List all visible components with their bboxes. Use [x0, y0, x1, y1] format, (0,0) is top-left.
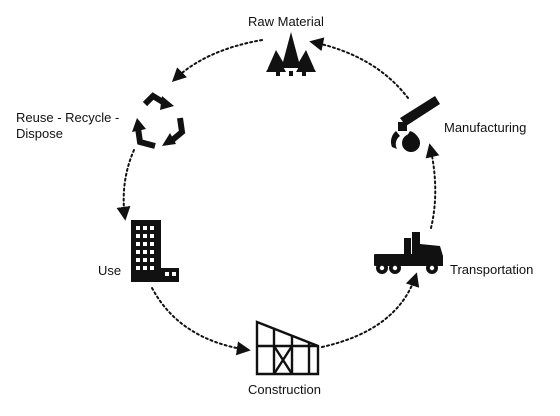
stage-label-construction: Construction	[248, 382, 321, 397]
trees-icon	[266, 32, 316, 76]
stage-label-use: Use	[98, 263, 122, 278]
arrow-reuse-to-use	[116, 149, 135, 221]
arrow-transportation-to-manufacturing	[425, 143, 440, 229]
stage-label-transportation: Transportation	[450, 262, 534, 277]
truck-icon	[374, 232, 443, 274]
building-frame-icon	[255, 320, 320, 376]
stage-label-reuse-recycle-dispose: Reuse - Recycle - Dispose	[16, 110, 120, 141]
arrow-raw-material-to-reuse	[171, 39, 263, 82]
crane-claw-icon	[390, 96, 440, 152]
arrow-use-to-construction	[151, 287, 251, 356]
stage-label-raw-material: Raw Material	[248, 14, 324, 29]
arrow-manufacturing-to-raw-material	[309, 37, 409, 99]
office-building-icon	[131, 220, 179, 282]
arrow-construction-to-transportation	[321, 272, 420, 348]
stage-label-manufacturing: Manufacturing	[444, 120, 527, 135]
recycle-icon	[132, 92, 186, 149]
